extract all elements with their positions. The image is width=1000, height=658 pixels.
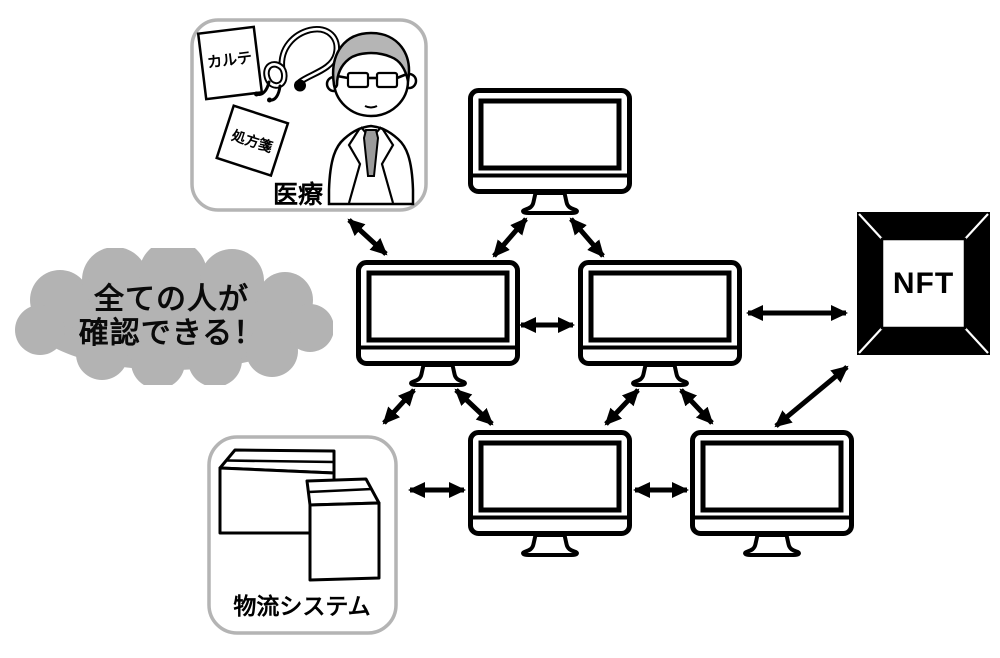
package-box-small-icon (305, 477, 381, 582)
medical-chart-document-label: カルテ (206, 49, 253, 71)
medical-card-art: カルテ 処方箋 (190, 18, 428, 212)
necktie (362, 129, 380, 177)
nft-frame-label: NFT (893, 267, 954, 300)
nft-frame: NFT (857, 212, 990, 355)
link-arrow-midright-to-bottomcenter (604, 388, 640, 426)
prescription-document-icon: 処方箋 (215, 104, 290, 178)
monitor-node-bottom-center (471, 433, 630, 556)
monitor-node-mid-right (581, 263, 740, 386)
monitor-node-top (471, 91, 630, 214)
monitor-node-mid-left (359, 263, 518, 386)
annotation-cloud: 全ての人が 確認できる！ (10, 248, 333, 385)
doctor-hair (331, 31, 411, 89)
package-box-large-icon (218, 448, 336, 535)
cloud-caption: 全ての人が 確認できる！ (10, 248, 333, 385)
link-arrow-midright-to-bottomright (679, 388, 714, 425)
logistics-sector-card: 物流システム (207, 435, 398, 635)
monitor-node-bottom-right (693, 433, 852, 556)
link-arrow-midleft-to-bottomcenter (454, 388, 494, 426)
medical-chart-document-icon: カルテ (196, 25, 264, 101)
link-arrow-top-to-midleft (492, 217, 528, 258)
medical-sector-card: カルテ 処方箋 (190, 18, 428, 212)
glasses-icon (336, 71, 408, 89)
link-arrow-top-to-midright (569, 217, 605, 258)
medical-sector-label: 医療 (273, 181, 323, 209)
stethoscope-icon (254, 25, 340, 103)
logistics-sector-label: 物流システム (233, 593, 370, 619)
link-arrow-nft-to-bottomright (774, 365, 849, 428)
link-arrow-midleft-to-logistics (382, 388, 416, 425)
cloud-caption-line1: 全ての人が (94, 282, 249, 316)
link-arrow-medical-to-midleft (347, 218, 388, 256)
doctor-illustration (325, 31, 418, 206)
cloud-shape (15, 248, 333, 385)
logistics-card-art: 物流システム (207, 435, 398, 635)
picture-frame-icon: NFT (857, 212, 990, 355)
cloud-caption-line2: 確認できる！ (78, 316, 265, 350)
